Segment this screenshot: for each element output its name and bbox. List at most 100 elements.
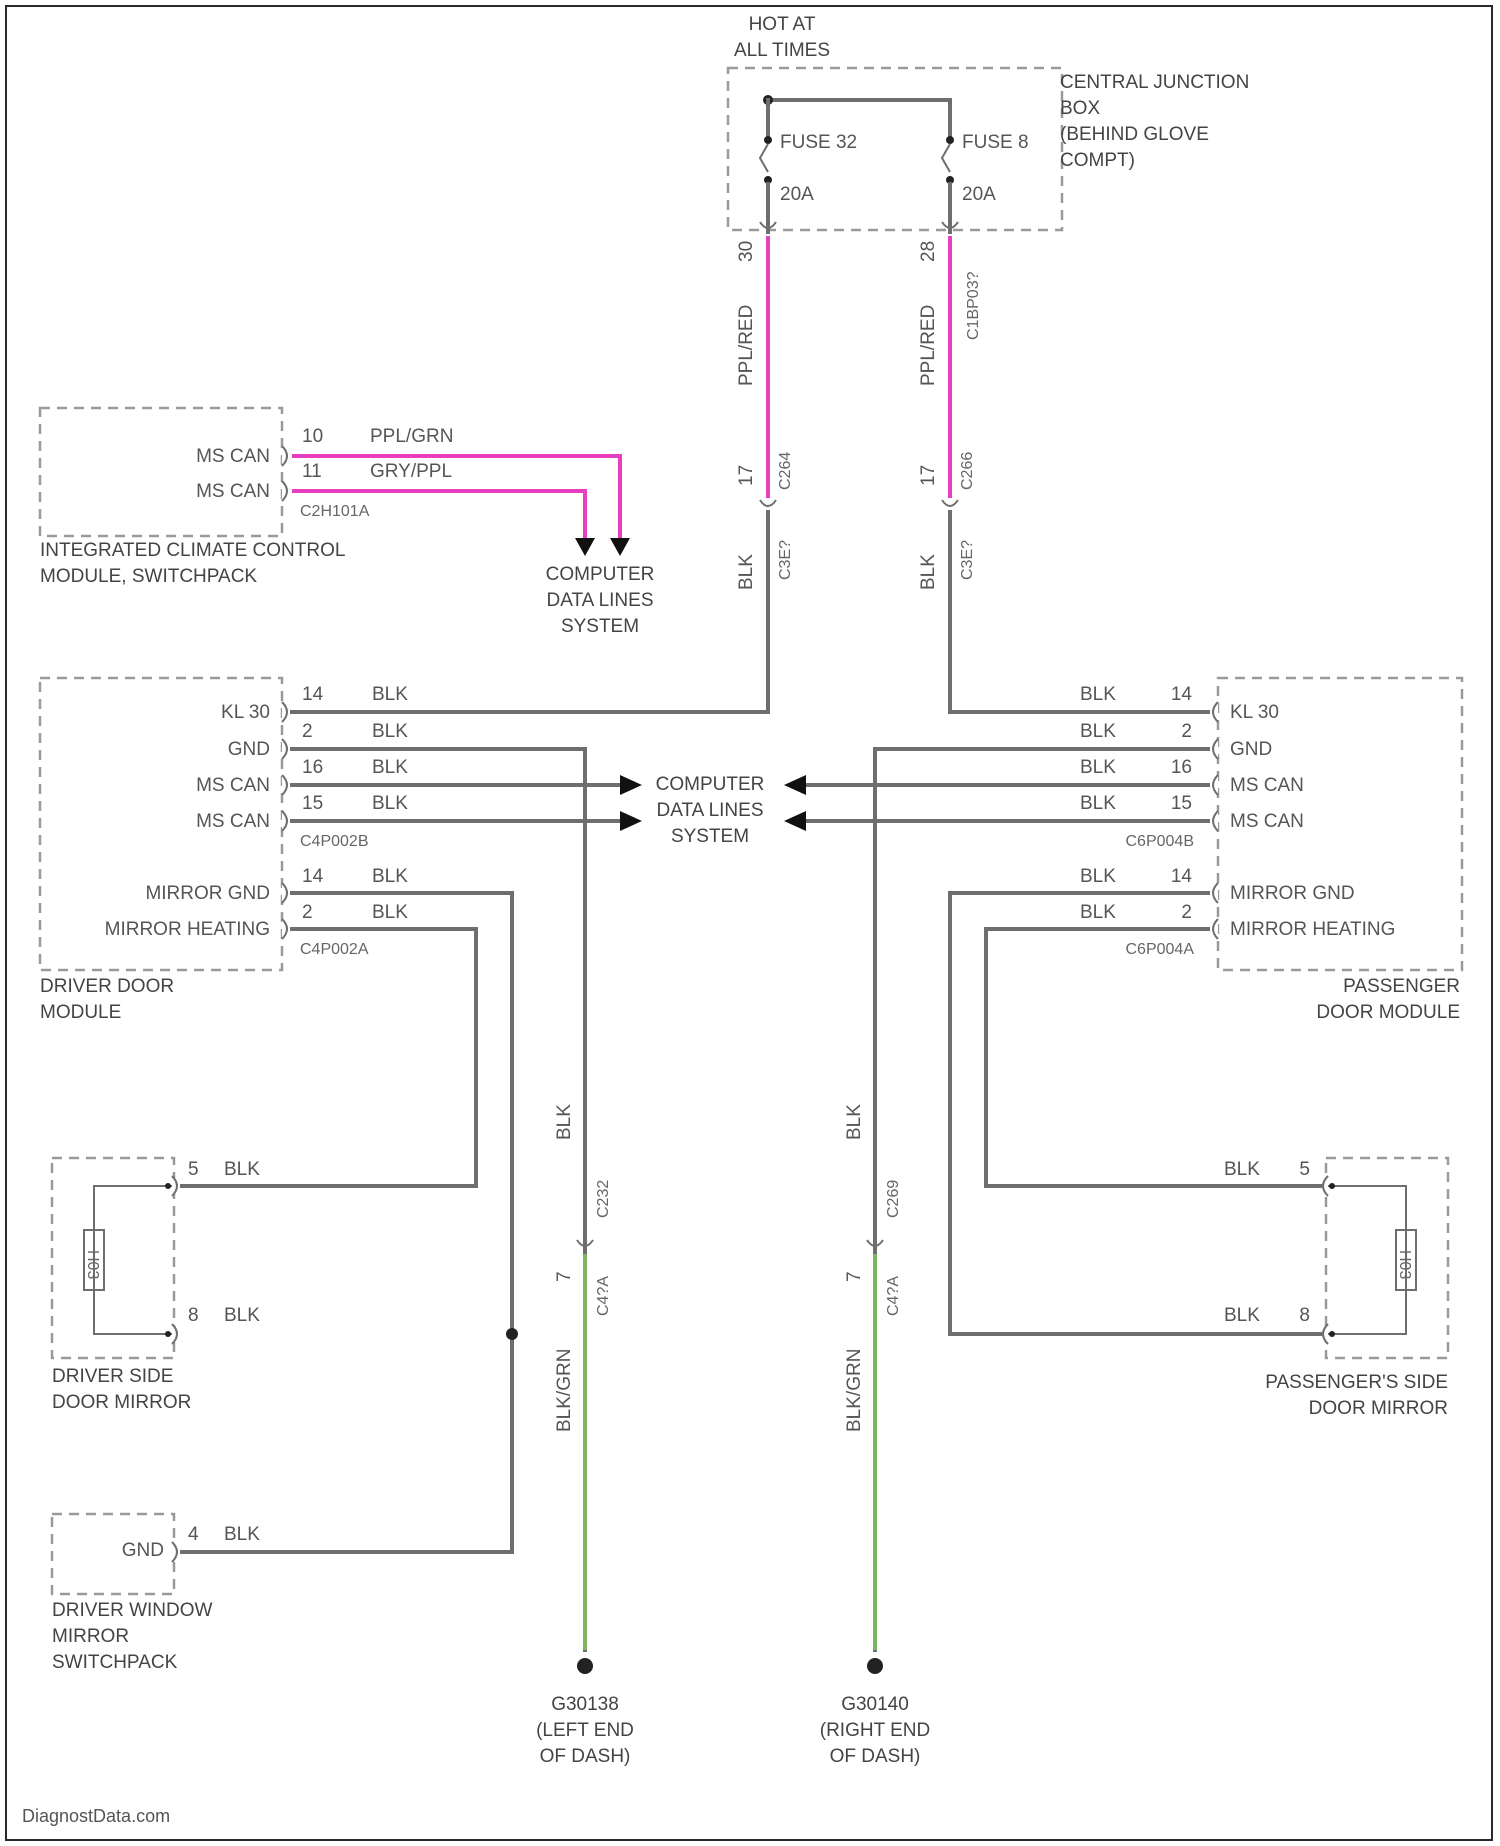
ground-left-wire-blk: BLK [554, 1104, 575, 1140]
ground-left-connector-1: C232 [595, 1180, 612, 1218]
passenger-connector-a: C6P004A [1126, 941, 1195, 958]
driver-wire-can-1: BLK [372, 757, 408, 778]
climate-module-name-2: MODULE, SWITCHPACK [40, 566, 257, 587]
driver-mirror-wire-5: BLK [224, 1159, 260, 1180]
fuse-32-label: FUSE 32 [780, 132, 857, 153]
driver-label-kl30: KL 30 [221, 702, 270, 723]
passenger-mirror-pin-5: 5 [1299, 1159, 1310, 1180]
passenger-module-name-1: PASSENGER [1343, 976, 1460, 997]
wire-blk-right-mid: BLK [918, 554, 939, 590]
switchpack-name-1: DRIVER WINDOW [52, 1600, 213, 1621]
driver-label-ms-can-2: MS CAN [196, 811, 270, 832]
ground-right-id: G30140 [841, 1694, 909, 1715]
driver-mirror-pin-5-dot [165, 1183, 171, 1189]
hot-at-all-times-label-2: ALL TIMES [734, 40, 830, 61]
passenger-mirror-pin-8-dot [1329, 1331, 1335, 1337]
passenger-label-mirror-heating: MIRROR HEATING [1230, 919, 1395, 940]
connector-right-top: C1BP03? [965, 271, 982, 340]
passenger-mirror-wire-1: BLK [1080, 866, 1116, 887]
driver-mirror-pin-2: 2 [302, 902, 313, 923]
pin-17-right: 17 [918, 465, 939, 486]
ground-right-connector-2: C4?A [885, 1276, 902, 1316]
switchpack-wire-color: BLK [224, 1524, 260, 1545]
watermark-text: DiagnostData.com [22, 1806, 170, 1826]
passenger-pin-2: 2 [1181, 721, 1192, 742]
driver-label-mirror-heating: MIRROR HEATING [105, 919, 270, 940]
driver-label-gnd: GND [228, 739, 270, 760]
connector-left-mid-2: C3E? [777, 540, 794, 580]
passenger-pin-14: 14 [1171, 684, 1193, 705]
fuse-32-rating: 20A [780, 184, 814, 205]
passenger-mirror-pin-2: 2 [1181, 902, 1192, 923]
ground-left-id: G30138 [551, 1694, 619, 1715]
cjb-name-1: CENTRAL JUNCTION [1060, 72, 1249, 93]
driver-module-name-1: DRIVER DOOR [40, 976, 174, 997]
center-cdl-label-1: COMPUTER [656, 774, 765, 795]
switchpack-pin-4: 4 [188, 1524, 199, 1545]
driver-wire-can-2: BLK [372, 793, 408, 814]
cjb-name-4: COMPT) [1060, 150, 1135, 171]
passenger-label-ms-can-1: MS CAN [1230, 775, 1304, 796]
driver-mirror-pin-8: 8 [188, 1305, 199, 1326]
driver-mirror-splice-dot [506, 1328, 518, 1340]
passenger-mirror-pin-14: 14 [1171, 866, 1193, 887]
wire-color-right-top: PPL/RED [918, 305, 939, 386]
driver-mirror-pin-8-dot [165, 1331, 171, 1337]
cjb-name-2: BOX [1060, 98, 1100, 119]
driver-mirror-heater-label: H03 [84, 1250, 101, 1279]
driver-wire-gnd: BLK [372, 721, 408, 742]
fuse-8-terminal-top [946, 136, 954, 144]
wire-blk-left-mid: BLK [736, 554, 757, 590]
connector-right-mid-2: C3E? [959, 540, 976, 580]
switchpack-gnd-label: GND [122, 1540, 164, 1561]
climate-cdl-label-3: SYSTEM [561, 616, 639, 637]
passenger-mirror-wire-8: BLK [1224, 1305, 1260, 1326]
passenger-wire-gnd: BLK [1080, 721, 1116, 742]
switchpack-name-3: SWITCHPACK [52, 1652, 178, 1673]
connector-c264: C264 [777, 452, 794, 490]
passenger-pin-16: 16 [1171, 757, 1192, 778]
passenger-label-kl30: KL 30 [1230, 702, 1279, 723]
wire-color-left-top: PPL/RED [736, 305, 757, 386]
ground-right-wire-color: BLK/GRN [844, 1349, 865, 1432]
ground-left-desc-2: OF DASH) [540, 1746, 631, 1767]
hot-at-all-times-label: HOT AT [749, 14, 816, 35]
climate-module-name-1: INTEGRATED CLIMATE CONTROL [40, 540, 345, 561]
driver-mirror-pin-5: 5 [188, 1159, 199, 1180]
center-cdl-label-2: DATA LINES [657, 800, 764, 821]
ground-left-point [577, 1658, 593, 1674]
cjb-name-3: (BEHIND GLOVE [1060, 124, 1209, 145]
pin-28-label: 28 [918, 241, 939, 262]
ground-right-desc-2: OF DASH) [830, 1746, 921, 1767]
driver-module-name-2: MODULE [40, 1002, 121, 1023]
driver-label-ms-can-1: MS CAN [196, 775, 270, 796]
ground-left-wire-color: BLK/GRN [554, 1349, 575, 1432]
ground-right-point [867, 1658, 883, 1674]
driver-connector-b: C4P002B [300, 833, 369, 850]
pin-30-label: 30 [736, 241, 757, 262]
driver-mirror-name-1: DRIVER SIDE [52, 1366, 173, 1387]
driver-pin-16: 16 [302, 757, 323, 778]
driver-connector-a: C4P002A [300, 941, 369, 958]
passenger-connector-b: C6P004B [1126, 833, 1195, 850]
fuse-32-terminal-top [764, 136, 772, 144]
driver-pin-2: 2 [302, 721, 313, 742]
ground-right-pin-7: 7 [844, 1271, 865, 1282]
passenger-label-ms-can-2: MS CAN [1230, 811, 1304, 832]
passenger-mirror-wire-2: BLK [1080, 902, 1116, 923]
driver-pin-14: 14 [302, 684, 324, 705]
climate-cdl-label-2: DATA LINES [547, 590, 654, 611]
ground-right-connector-1: C269 [885, 1180, 902, 1218]
climate-connector-id: C2H101A [300, 503, 370, 520]
fuse-8-rating: 20A [962, 184, 996, 205]
climate-ms-can-label-1: MS CAN [196, 446, 270, 467]
passenger-mirror-name-1: PASSENGER'S SIDE [1265, 1372, 1448, 1393]
driver-mirror-name-2: DOOR MIRROR [52, 1392, 191, 1413]
passenger-wire-can-2: BLK [1080, 793, 1116, 814]
driver-mirror-wire-2: BLK [372, 902, 408, 923]
climate-pin-10-number: 10 [302, 426, 323, 447]
driver-mirror-pin-14: 14 [302, 866, 324, 887]
passenger-mirror-wire-5: BLK [1224, 1159, 1260, 1180]
ground-left-connector-2: C4?A [595, 1276, 612, 1316]
